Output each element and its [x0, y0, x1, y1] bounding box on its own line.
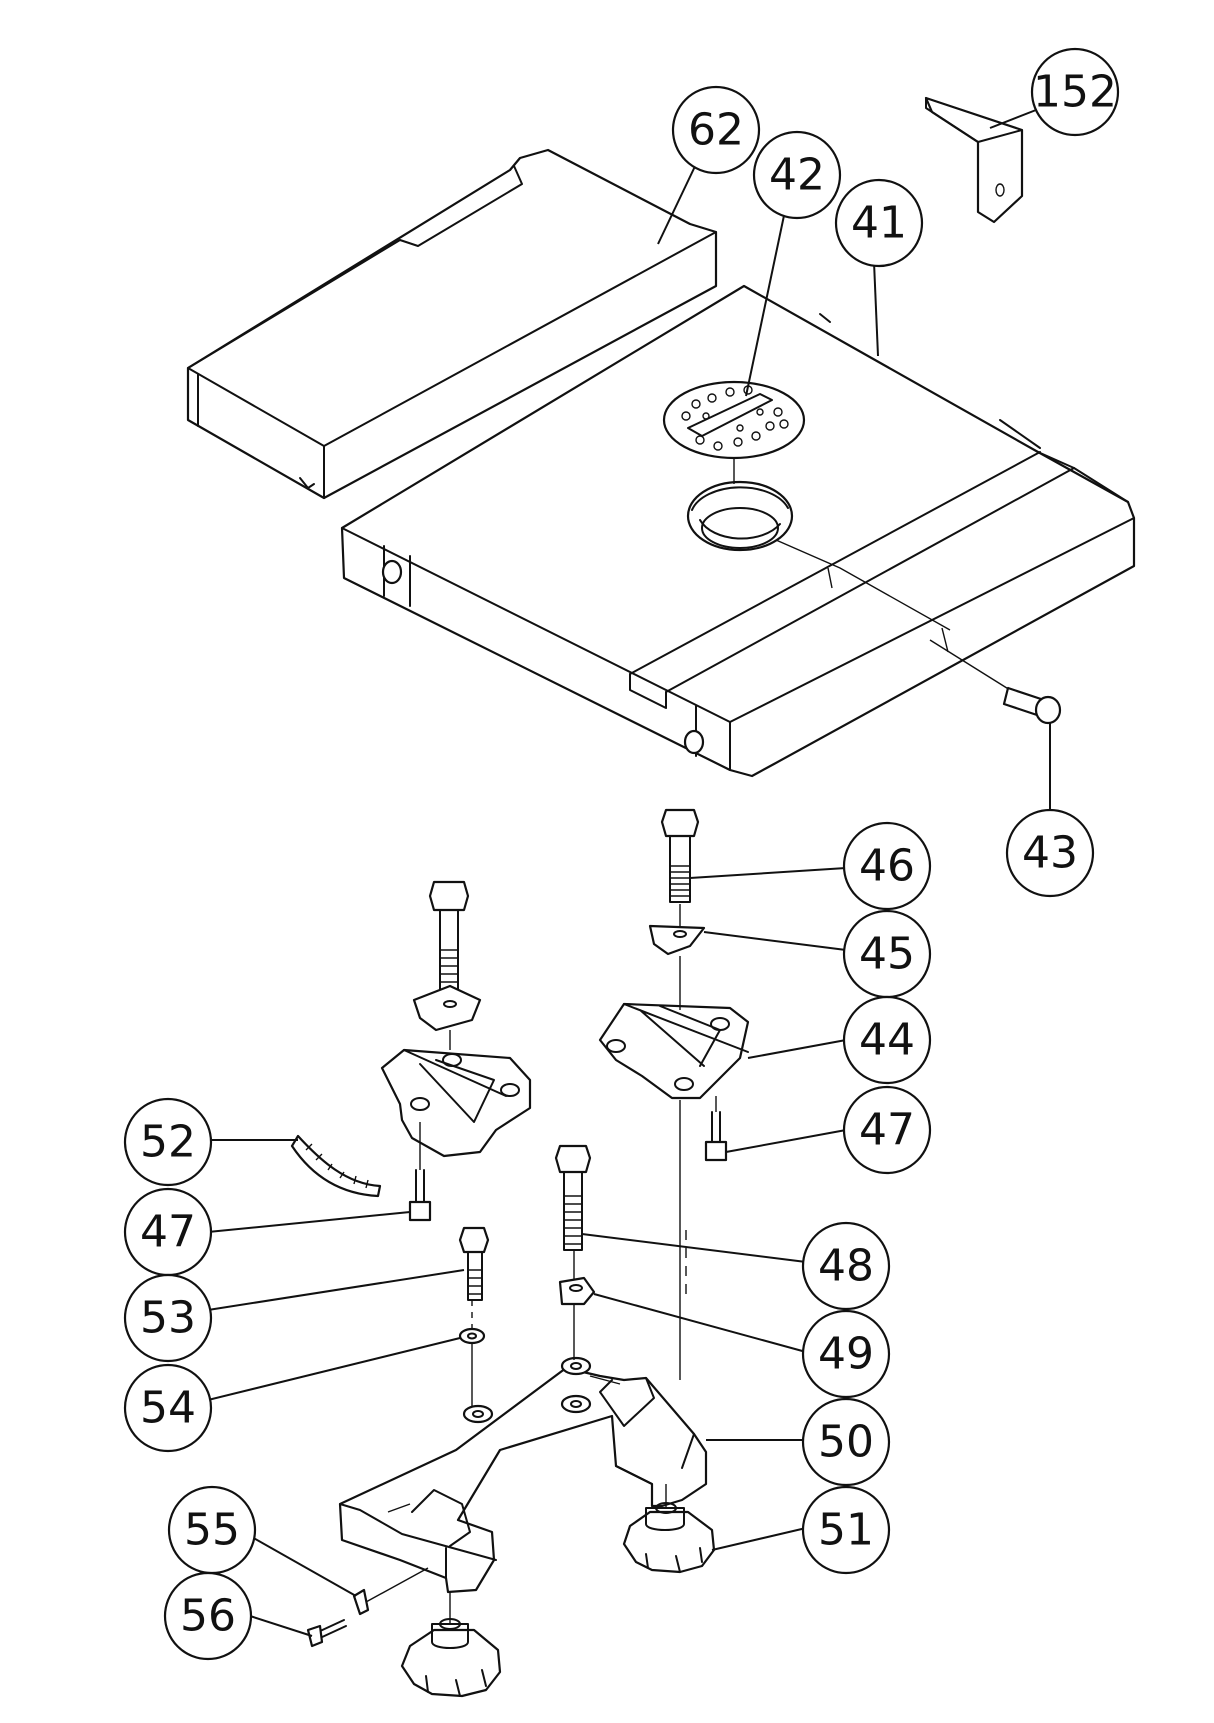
callout-51: 51 [801, 1485, 891, 1575]
callout-45: 45 [842, 909, 932, 999]
callout-48-label: 48 [818, 1241, 874, 1292]
part-44-trunnion-left [380, 1048, 532, 1158]
part-47-screw-right [704, 1111, 728, 1162]
part-52-scale-strip [290, 1134, 382, 1198]
part-46-hex-bolt-right [660, 808, 700, 903]
callout-47-right-label: 47 [859, 1105, 915, 1156]
callout-62-label: 62 [688, 105, 744, 156]
part-49-nut [558, 1276, 596, 1306]
callout-52: 52 [123, 1097, 213, 1187]
part-53-bolt [458, 1226, 490, 1301]
callout-56-label: 56 [180, 1591, 236, 1642]
callout-152-label: 152 [1033, 67, 1117, 118]
callout-50-label: 50 [818, 1417, 874, 1468]
part-50-base [338, 1356, 708, 1594]
callout-56: 56 [163, 1571, 253, 1661]
part-48-long-bolt [554, 1144, 592, 1251]
part-56-screw [306, 1619, 347, 1648]
part-62-table-extension [186, 148, 718, 500]
callout-51-label: 51 [818, 1505, 874, 1556]
part-41-main-table [340, 284, 1136, 778]
callout-43-label: 43 [1022, 828, 1078, 879]
callout-52-label: 52 [140, 1117, 196, 1168]
callout-44: 44 [842, 995, 932, 1085]
part-55-pointer [352, 1567, 429, 1616]
part-44-trunnion-right [598, 956, 750, 1100]
callout-49-label: 49 [818, 1329, 874, 1380]
callout-49: 49 [801, 1309, 891, 1399]
callout-55-label: 55 [184, 1505, 240, 1556]
callout-53: 53 [123, 1273, 213, 1363]
callout-50: 50 [801, 1397, 891, 1487]
callout-42-label: 42 [769, 150, 825, 201]
callout-62: 62 [671, 85, 761, 175]
callout-53-label: 53 [140, 1293, 196, 1344]
part-43-pin [929, 639, 1062, 725]
part-51-knob-right [622, 1502, 716, 1574]
part-45-block-left [412, 984, 482, 1032]
callout-41: 41 [834, 178, 924, 268]
part-46-hex-bolt-left [428, 880, 470, 991]
leader-lines [207, 109, 1051, 1637]
callout-46: 46 [842, 821, 932, 911]
part-152-bracket [924, 96, 1024, 224]
callout-43: 43 [1005, 808, 1095, 898]
callout-46-label: 46 [859, 841, 915, 892]
callout-47-left-label: 47 [140, 1207, 196, 1258]
callout-55: 55 [167, 1485, 257, 1575]
callout-44-label: 44 [859, 1015, 915, 1066]
callout-47-left: 47 [123, 1187, 213, 1277]
callout-152: 152 [1030, 47, 1120, 137]
callout-42: 42 [752, 130, 842, 220]
callout-48: 48 [801, 1221, 891, 1311]
part-47-screw-left [408, 1169, 432, 1222]
callout-54-label: 54 [140, 1383, 196, 1434]
part-45-block-right [648, 904, 706, 956]
callout-45-label: 45 [859, 929, 915, 980]
callout-41-label: 41 [851, 198, 907, 249]
callout-54: 54 [123, 1363, 213, 1453]
callout-47-right: 47 [842, 1085, 932, 1175]
assembly-lines [419, 1030, 717, 1624]
part-51-knob-left [400, 1618, 502, 1698]
part-54-washer [458, 1327, 486, 1345]
part-42-table-insert [662, 380, 806, 484]
